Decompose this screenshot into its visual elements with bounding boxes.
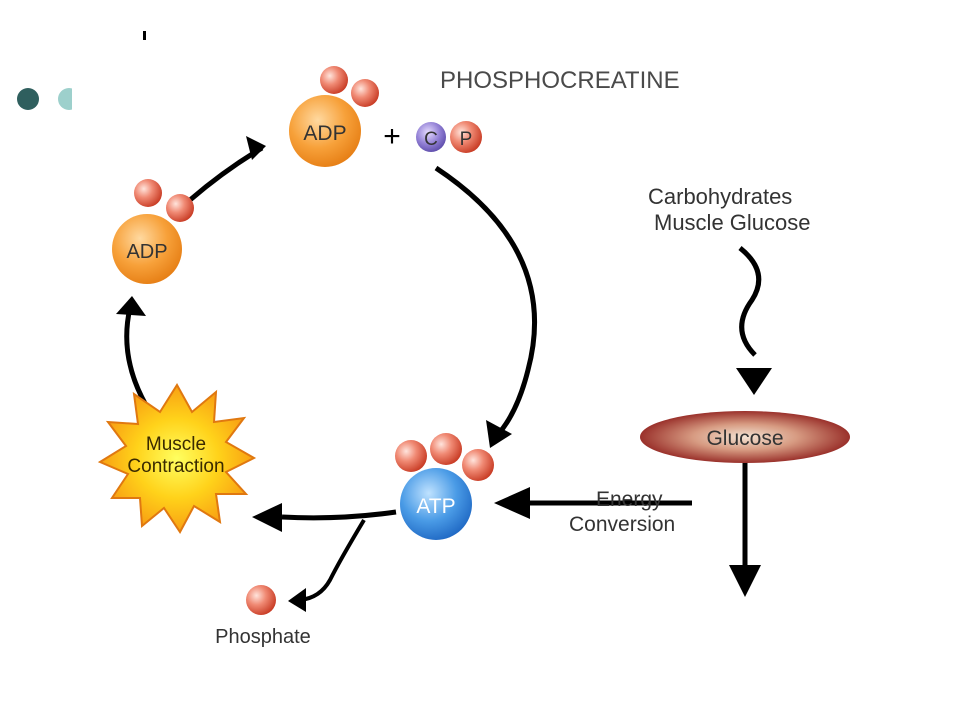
arrowhead-contraction [252, 503, 282, 532]
arrow-cp-to-atp [434, 165, 538, 434]
adp-sphere-top [289, 95, 361, 167]
glucose-node: Glucose [640, 411, 850, 463]
atp-sphere [400, 468, 472, 540]
adp-molecule-left: ADP [112, 179, 194, 284]
phosphate-ball [430, 433, 462, 465]
phosphate-label: P [460, 129, 473, 150]
starburst-shape [97, 383, 257, 534]
phosphate-ball [134, 179, 162, 207]
phosphate-ball-cp [450, 121, 482, 153]
atp-label: ATP [416, 495, 455, 518]
phosphate-ball-free [246, 585, 276, 615]
creatine-ball [416, 122, 446, 152]
bullet-dot-dark [17, 88, 39, 110]
glucose-ellipse [640, 411, 850, 463]
phosphate-text: Phosphate [215, 626, 311, 648]
arrowhead-phosphate [288, 588, 306, 612]
bullet-mask [72, 84, 92, 114]
plus-sign: + [383, 120, 401, 153]
arrow-atp-to-phosphate [299, 518, 366, 602]
arrowhead-down [729, 565, 761, 597]
arrowhead-atp [494, 487, 530, 519]
text-cursor-mark [143, 31, 146, 40]
adp-left-label: ADP [126, 241, 167, 263]
wavy-arrow-carbs-to-glucose [738, 246, 762, 357]
carbohydrates-line2: Muscle Glucose [654, 210, 811, 235]
carbohydrates-line1: Carbohydrates [648, 184, 792, 209]
muscle-contraction-line2: Contraction [127, 456, 224, 477]
creatine-phosphate: C P [416, 121, 482, 153]
phosphate-ball [395, 440, 427, 472]
released-phosphate: Phosphate [215, 585, 311, 648]
phosphocreatine-title: PHOSPHOCREATINE [440, 67, 680, 94]
creatine-label: C [424, 129, 438, 150]
arrowhead-right [486, 420, 512, 448]
energy-line1: Energy [596, 488, 663, 511]
arrowhead-top [246, 136, 266, 160]
adp-sphere-left [112, 214, 182, 284]
muscle-contraction-burst: Muscle Contraction [97, 383, 257, 534]
atp-molecule: ATP [395, 433, 494, 540]
phosphate-ball [462, 449, 494, 481]
phosphate-ball [351, 79, 379, 107]
arrowhead-glucose [736, 368, 772, 395]
muscle-contraction-line1: Muscle [146, 434, 206, 455]
arrow-atp-to-contraction [281, 509, 397, 521]
phosphate-ball [320, 66, 348, 94]
energy-line2: Conversion [569, 513, 675, 536]
adp-top-label: ADP [303, 122, 346, 145]
adp-molecule-top: ADP [289, 66, 379, 167]
phosphate-ball [166, 194, 194, 222]
arrowhead-left [116, 296, 146, 316]
glucose-label: Glucose [706, 427, 783, 450]
